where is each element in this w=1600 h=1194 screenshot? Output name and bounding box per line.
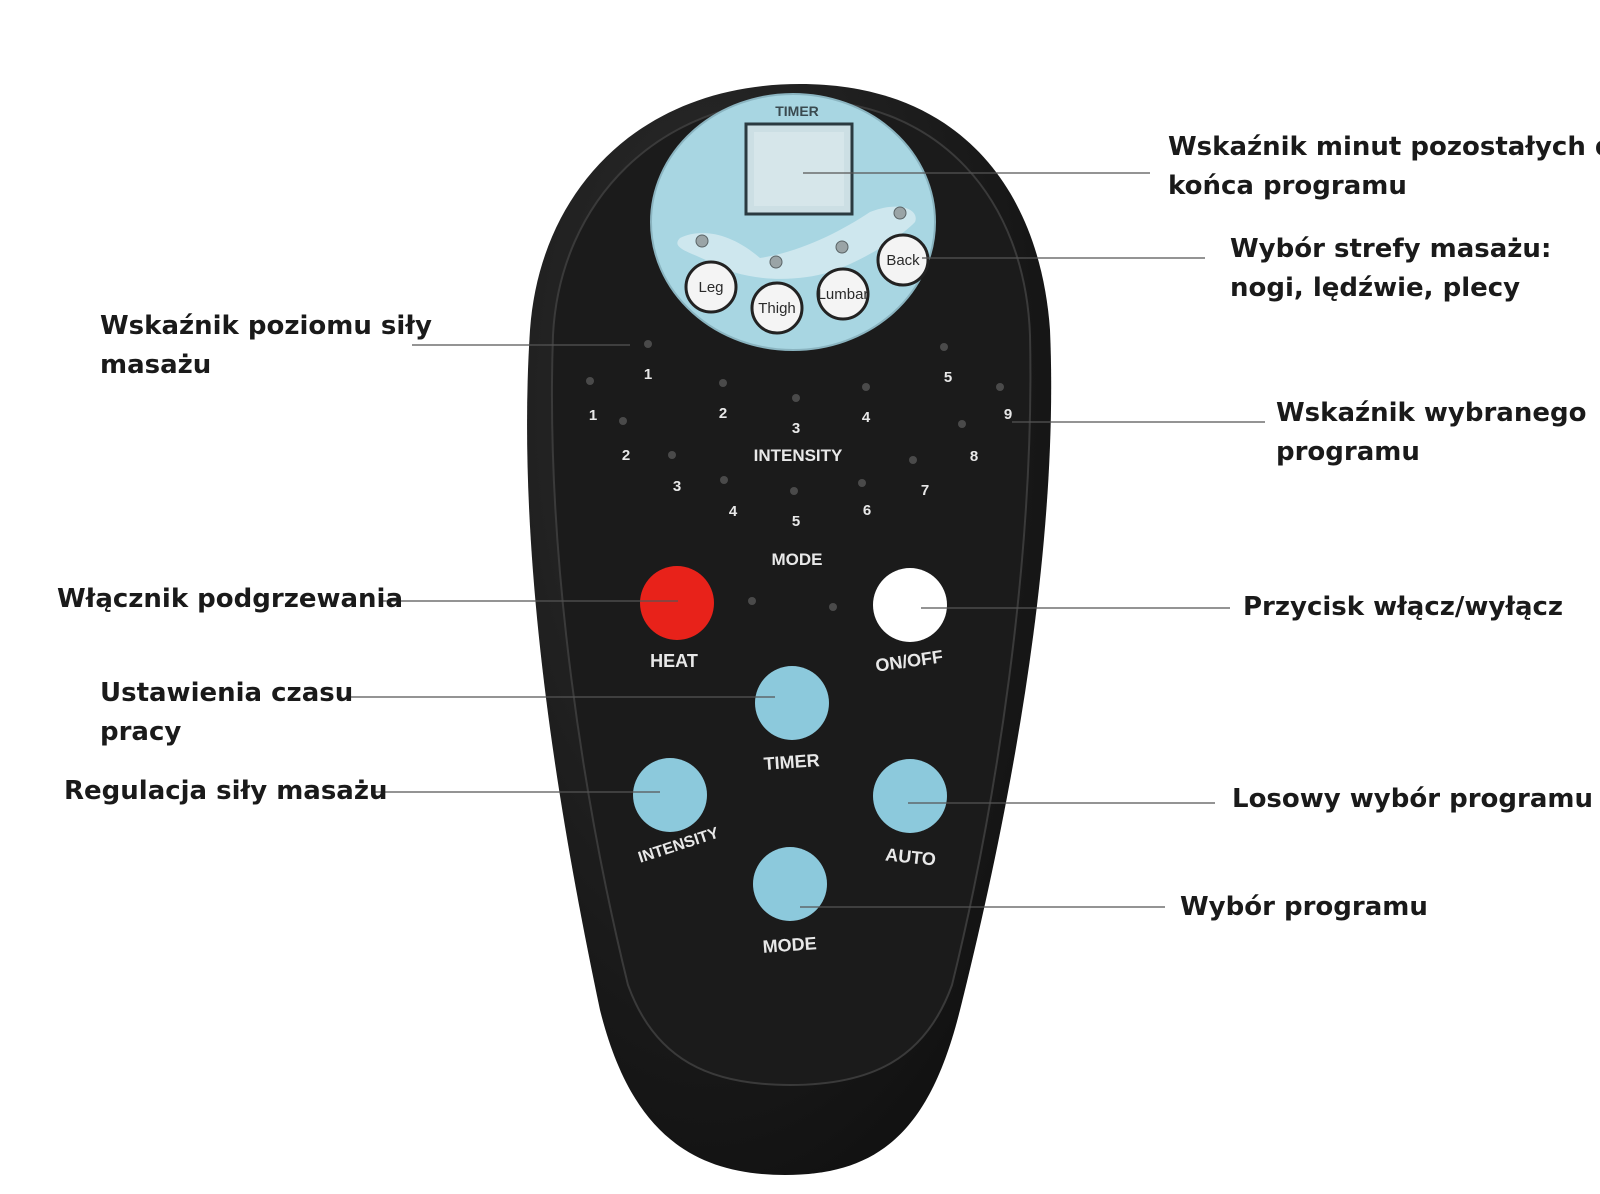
display-title: TIMER <box>775 103 819 119</box>
mode-label: MODE <box>772 550 823 569</box>
mode-led <box>909 456 917 464</box>
back-button[interactable]: Back <box>876 233 930 287</box>
mode-number: 7 <box>921 482 929 499</box>
mode-button-label: MODE <box>762 933 817 957</box>
intensity-led <box>862 383 870 391</box>
mode-button[interactable] <box>753 847 827 921</box>
leader-lines <box>350 172 1265 908</box>
mode-led <box>720 476 728 484</box>
intensity-number: 1 <box>644 366 652 383</box>
callout-heat: Włącznik podgrzewania <box>57 584 403 614</box>
mode-led <box>790 487 798 495</box>
thigh-button[interactable]: Thigh <box>750 281 804 335</box>
mode-led <box>668 451 676 459</box>
intensity-number: 4 <box>862 409 871 426</box>
zone-led-thigh <box>769 255 783 269</box>
intensity-led <box>792 394 800 402</box>
zone-swoosh <box>677 206 916 279</box>
power-led <box>829 603 837 611</box>
callout-mode: Wybór programu <box>1180 892 1428 922</box>
onoff-button[interactable] <box>873 568 947 642</box>
mode-led <box>586 377 594 385</box>
intensity-indicator: 1 2 3 4 5 INTENSITY <box>644 340 952 465</box>
timer-label: TIMER <box>763 750 820 774</box>
mode-number: 8 <box>970 448 978 465</box>
mode-number: 4 <box>729 503 738 520</box>
intensity-number: 5 <box>944 369 952 386</box>
intensity-led <box>719 379 727 387</box>
zone-led-lumbar <box>835 240 849 254</box>
lumbar-button[interactable]: Lumbar <box>816 267 870 321</box>
svg-text:Lumbar: Lumbar <box>818 286 869 303</box>
mode-led <box>858 479 866 487</box>
mode-number: 2 <box>622 447 630 464</box>
intensity-number: 3 <box>792 420 800 437</box>
zone-led-back <box>893 206 907 220</box>
remote-inner-face <box>550 98 1032 1087</box>
mode-number: 6 <box>863 502 871 519</box>
callout-zone-select: Wybór strefy masażu:nogi, lędźwie, plecy <box>1230 234 1552 303</box>
callout-onoff: Przycisk włącz/wyłącz <box>1243 592 1564 622</box>
callout-auto: Losowy wybór programu <box>1232 784 1593 814</box>
mode-number: 3 <box>673 478 681 495</box>
zone-led-leg <box>695 234 709 248</box>
intensity-label: INTENSITY <box>754 446 843 465</box>
heat-label: HEAT <box>650 651 698 671</box>
heat-led <box>748 597 756 605</box>
intensity-led <box>644 340 652 348</box>
mode-led <box>958 420 966 428</box>
leg-button[interactable]: Leg <box>684 260 738 314</box>
mode-number: 9 <box>1004 406 1012 423</box>
intensity-number: 2 <box>719 405 727 422</box>
mode-number: 1 <box>589 407 597 424</box>
intensity-button[interactable] <box>633 758 707 832</box>
svg-text:Leg: Leg <box>698 279 723 296</box>
heat-button[interactable] <box>640 566 714 640</box>
svg-text:Thigh: Thigh <box>758 300 796 317</box>
intensity-led <box>940 343 948 351</box>
svg-text:Back: Back <box>886 252 920 269</box>
timer-display-screen <box>754 132 844 206</box>
callout-intensity: Regulacja siły masażu <box>64 776 388 806</box>
mode-number: 5 <box>792 513 800 530</box>
auto-button[interactable] <box>873 759 947 833</box>
timer-button[interactable] <box>755 666 829 740</box>
mode-indicator: 1 2 3 4 5 6 7 8 9 MODE <box>586 377 1012 569</box>
mode-led <box>619 417 627 425</box>
mode-led <box>996 383 1004 391</box>
